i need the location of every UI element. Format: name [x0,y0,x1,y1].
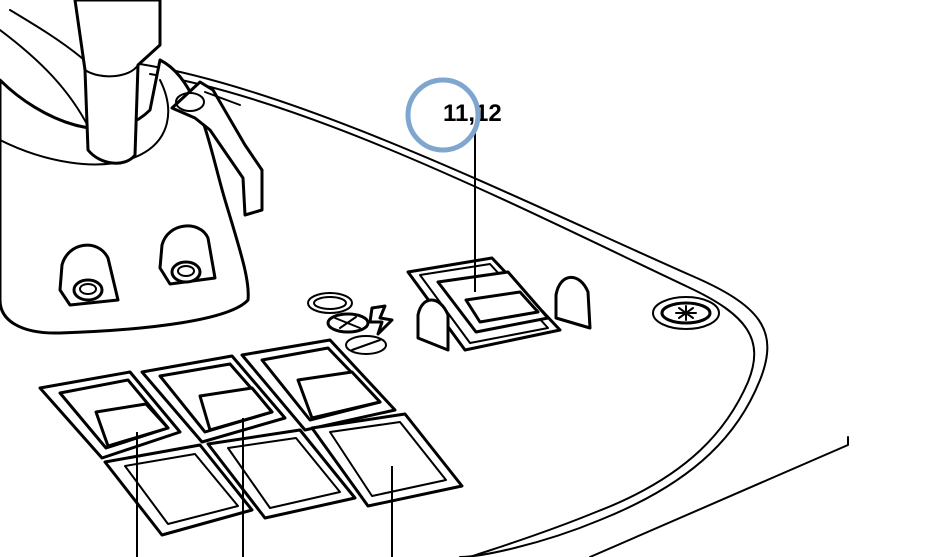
switch-11-12-rocker-top [464,290,540,324]
screw-right [170,260,202,284]
rocker-switch-1-top [94,402,170,448]
highlight-circle [405,77,481,153]
indicator-bolt-icon [368,304,394,336]
rocker-switch-6-inner [329,421,447,497]
bracket-mount-hole [175,92,205,112]
switch-guard-left [416,298,450,352]
rocker-switch-6-bezel [310,412,464,508]
switch-guard-right [554,275,592,330]
callout-label-11-12: 11,12 [443,100,502,127]
screw-left-head [79,283,97,295]
indicator-ring [307,292,353,314]
indicator-slash-line [351,339,381,351]
lever-stick [73,0,162,165]
lever-bracket [170,80,264,217]
switch-11-12-bezel-inner [419,263,549,344]
bracket-plate [204,91,241,106]
indicator-gear-teeth [334,316,361,329]
rocker-switch-2-top [198,386,274,432]
panel-screw-outer [652,296,720,330]
rocker-switch-3-top [296,370,382,420]
screw-left [72,278,104,302]
console-base-edge [589,436,849,557]
console-inner-edge [149,73,756,557]
screw-right-head [177,265,195,277]
rocker-switch-5-inner [227,437,341,509]
indicator-ring-inner [313,296,347,310]
rocker-switch-4-inner [124,453,239,525]
indicator-slash [345,335,387,355]
lever-stick-collar [84,64,139,78]
panel-screw-star [675,305,697,321]
console-outer-edge [139,63,769,557]
